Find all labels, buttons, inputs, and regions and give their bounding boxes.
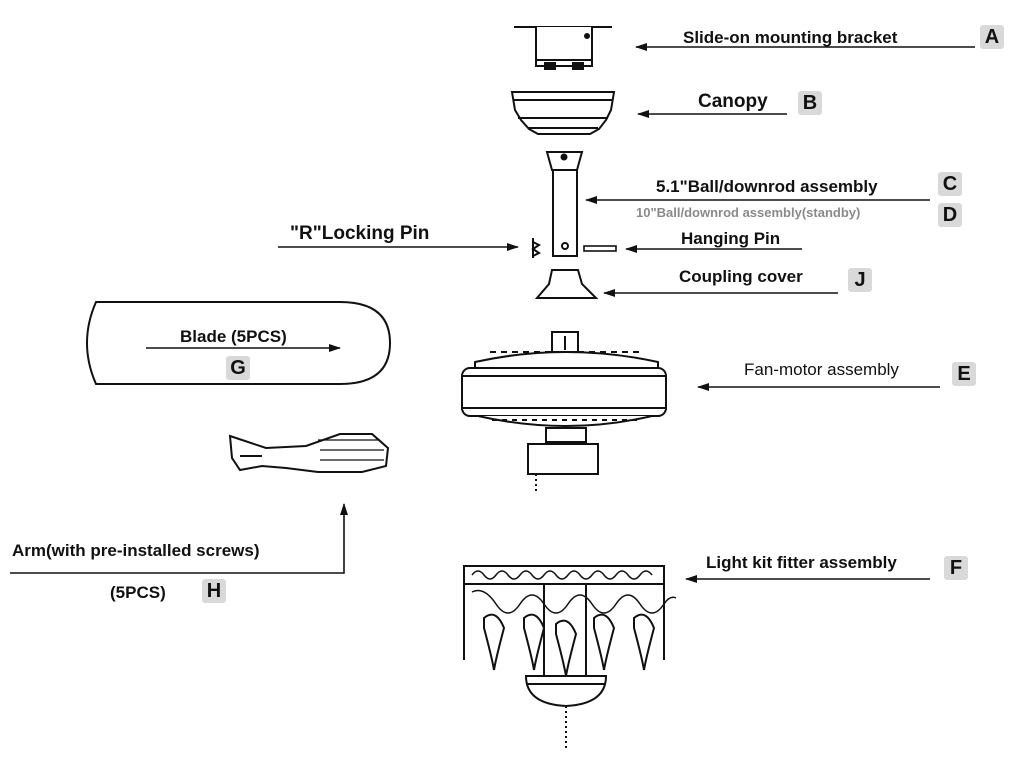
mounting-bracket-part [514,26,612,70]
hanging-pin-part [583,245,617,252]
label-light-kit: Light kit fitter assembly [706,553,897,572]
label-hanging-pin: Hanging Pin [681,229,781,248]
label-locking-pin: "R"Locking Pin [290,223,430,244]
badge-g: G [226,356,250,380]
downrod-part [545,151,584,257]
label-arm-quantity: (5PCS) [110,583,166,602]
badge-b: B [798,91,822,115]
badge-j: J [848,268,872,292]
blade-part [86,301,392,385]
label-canopy: Canopy [698,91,768,112]
badge-d: D [938,203,962,227]
label-mounting-bracket: Slide-on mounting bracket [683,28,898,47]
coupling-cover-part [534,269,599,299]
arrow-h [10,503,348,574]
badge-a: A [980,25,1004,49]
fan-motor-part [461,331,667,492]
badge-c: C [938,172,962,196]
label-downrod-standby: 10"Ball/downrod assembly(standby) [636,205,861,220]
label-downrod: 5.1"Ball/downrod assembly [656,177,878,196]
leader-arrows [10,43,975,583]
blade-arm-part [228,433,390,473]
label-fan-motor: Fan-motor assembly [744,360,899,379]
badge-e: E [952,362,976,386]
light-kit-part [463,565,677,748]
canopy-part [510,91,616,135]
label-blade: Blade (5PCS) [180,327,287,346]
r-locking-pin-part [531,238,541,258]
badge-f: F [944,556,968,580]
label-arm: Arm(with pre-installed screws) [12,541,260,560]
badge-h: H [202,579,226,603]
label-coupling-cover: Coupling cover [679,267,803,286]
